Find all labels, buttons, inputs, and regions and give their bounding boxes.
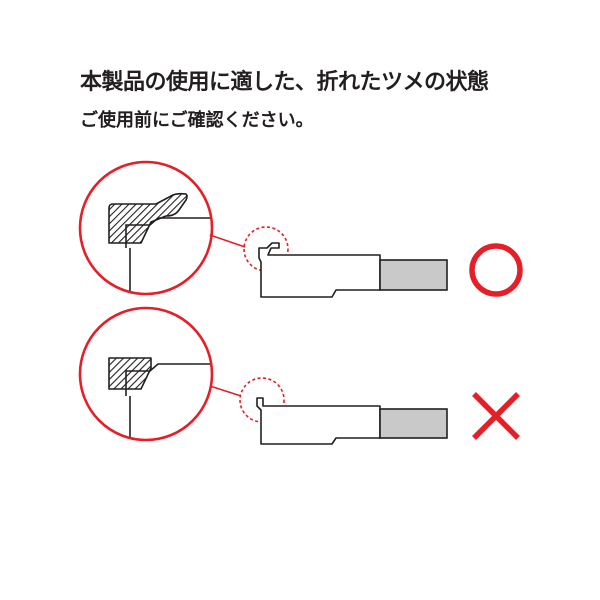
magnified-latch-ng (78, 306, 214, 442)
connector-plug-ng (256, 397, 448, 445)
subheadline: ご使用前にご確認ください。 (80, 110, 314, 131)
headline: 本製品の使用に適した、折れたツメの状態 (80, 70, 489, 95)
leader-line (209, 234, 246, 248)
row-acceptable (78, 160, 523, 298)
cross-ng-icon (472, 392, 520, 440)
magnified-latch-ok (78, 160, 214, 296)
leader-line (209, 385, 242, 397)
circle-ok-icon (469, 243, 523, 297)
connector-plug-ok (258, 242, 448, 298)
row-unacceptable (78, 306, 520, 445)
